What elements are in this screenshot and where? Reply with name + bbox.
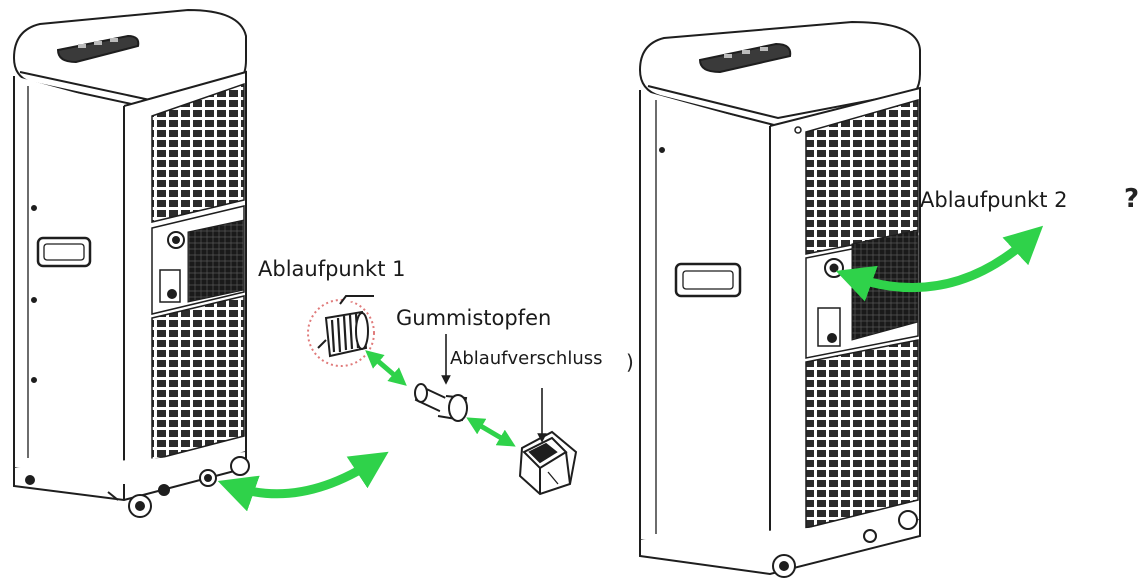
drain-fitting-closeup-icon <box>307 295 375 367</box>
label-drain-cap: Ablaufverschluss <box>450 348 603 369</box>
green-arrows-left <box>217 350 516 512</box>
stray-mark-2: ? <box>1124 184 1140 214</box>
label-drain-point-1: Ablaufpunkt 1 <box>258 257 406 281</box>
drain-cap-icon <box>518 430 578 496</box>
rubber-plug-icon <box>414 383 468 422</box>
air-conditioner-right-icon <box>638 20 921 578</box>
stray-mark-1: ) <box>626 350 634 374</box>
label-rubber-plug: Gummistopfen <box>396 306 552 330</box>
leader-lines <box>441 334 547 443</box>
label-drain-point-2: Ablaufpunkt 2 <box>920 188 1068 212</box>
air-conditioner-left-icon <box>12 8 250 518</box>
green-arrow-right <box>835 225 1044 302</box>
